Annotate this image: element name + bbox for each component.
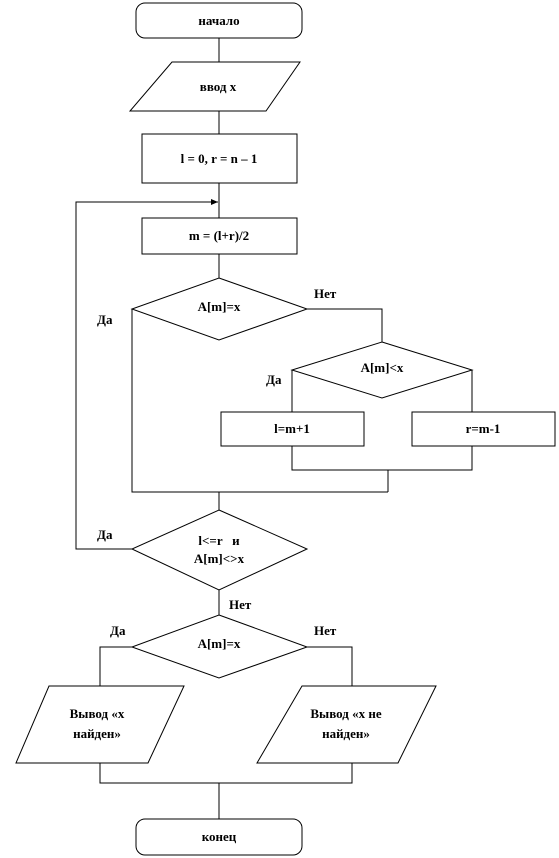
connector-check-no-branch xyxy=(307,308,383,342)
loop-condition-decision xyxy=(130,509,309,591)
connector-outputs-merge xyxy=(99,763,353,784)
right-update-label: r=m-1 xyxy=(466,421,501,436)
mid-label: m = (l+r)/2 xyxy=(189,228,249,243)
check-less-label: A[m]<x xyxy=(361,360,404,375)
final-check-decision xyxy=(130,614,309,679)
right-update-box xyxy=(411,411,556,447)
input-label: ввод x xyxy=(200,79,237,94)
input-parallelogram xyxy=(128,61,301,112)
branch-label-final-no: Нет xyxy=(314,623,337,638)
init-process-box xyxy=(141,133,298,184)
output-not-found-line2: найден» xyxy=(322,726,370,741)
final-check-label: A[m]=x xyxy=(198,636,241,651)
check-equal-label: A[m]=x xyxy=(198,299,241,314)
output-not-found-line1: Вывод «x не xyxy=(310,706,381,721)
branch-label-check-equal-yes: Да xyxy=(97,312,113,327)
connector-check-yes-branch xyxy=(131,309,388,493)
left-update-box xyxy=(220,411,365,447)
end-label: конец xyxy=(202,829,237,844)
connector-final-yes-branch xyxy=(99,646,132,686)
branch-label-loop-yes: Да xyxy=(97,527,113,542)
connector-lines xyxy=(75,38,473,819)
loop-condition-line1: l<=r и xyxy=(198,533,240,548)
connector-inner-merge xyxy=(291,446,473,471)
mid-process-box xyxy=(141,217,298,255)
branch-label-loop-no: Нет xyxy=(229,597,252,612)
branch-label-check-less-yes: Да xyxy=(266,372,282,387)
loop-condition-line2: A[m]<>x xyxy=(194,551,245,566)
output-found-parallelogram xyxy=(15,685,185,764)
check-less-decision xyxy=(290,341,474,399)
start-terminal xyxy=(135,2,303,39)
output-not-found-parallelogram xyxy=(256,685,437,764)
output-found-line1: Вывод «x xyxy=(70,706,125,721)
left-update-label: l=m+1 xyxy=(274,421,310,436)
branch-label-final-yes: Да xyxy=(110,623,126,638)
check-equal-decision xyxy=(130,277,309,341)
branch-label-check-equal-no: Нет xyxy=(314,286,337,301)
connector-final-no-branch xyxy=(307,646,353,686)
end-terminal xyxy=(135,818,303,856)
init-label: l = 0, r = n – 1 xyxy=(181,151,258,166)
start-label: начало xyxy=(198,13,239,28)
output-found-line2: найден» xyxy=(73,726,121,741)
connector-loop-back xyxy=(75,199,218,550)
